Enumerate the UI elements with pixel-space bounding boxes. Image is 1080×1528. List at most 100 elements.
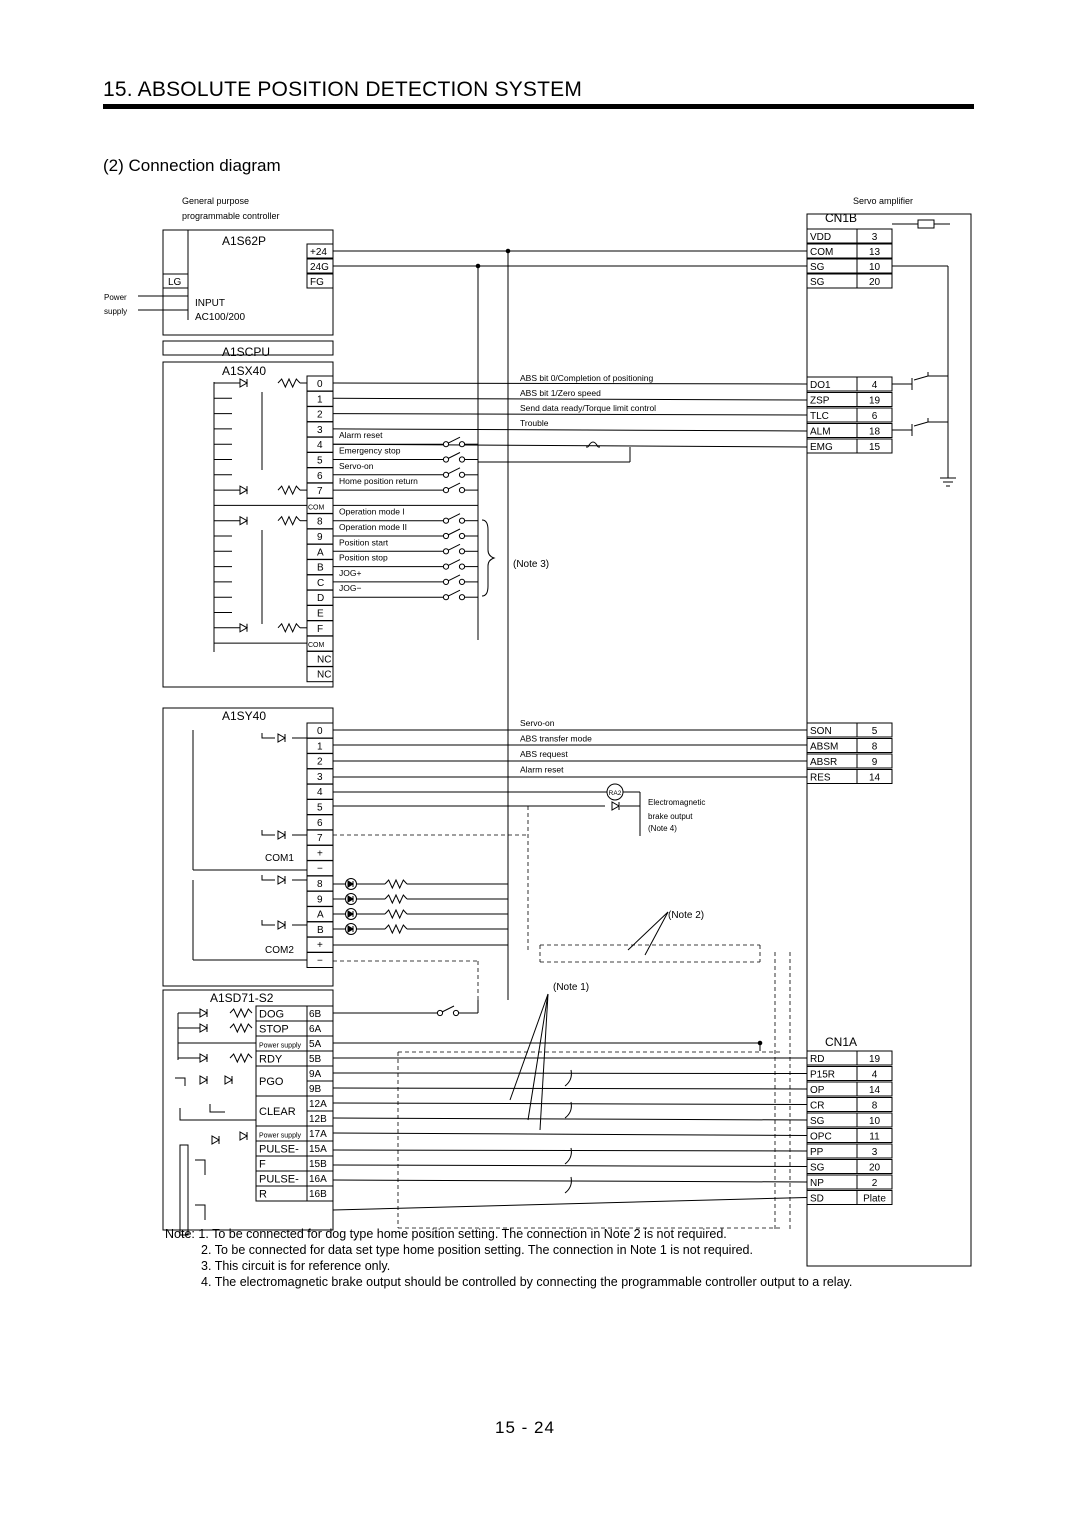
- pulse-transistor: [195, 1159, 206, 1175]
- contact-terminal: [458, 471, 466, 478]
- wire: [332, 382, 808, 385]
- diode-icon: [224, 1075, 234, 1085]
- cn1a-pin-num-cell: [856, 1050, 893, 1066]
- terminal-label: B: [317, 563, 324, 574]
- terminal-label: 4: [317, 440, 323, 451]
- cn1a-pin-num: 8: [872, 1101, 878, 1112]
- note-num: 4.: [201, 1275, 212, 1289]
- contact-terminal: [442, 441, 450, 448]
- diode-icon: [239, 1131, 249, 1141]
- led-icon: [345, 893, 357, 905]
- contact-terminal: [458, 456, 466, 463]
- contact-blade: [447, 513, 461, 521]
- terminal-label: NC: [317, 670, 331, 681]
- contact-blade: [447, 574, 461, 582]
- terminal-label: D: [317, 593, 324, 604]
- pos-label: Power supply: [259, 1133, 302, 1140]
- cn1a-pin-num-cell: [856, 1128, 893, 1143]
- contact-terminal: [458, 441, 466, 448]
- contact-blade: [447, 559, 461, 567]
- cn1a-pin-num: 4: [872, 1070, 878, 1081]
- input-signal-label: Home position return: [339, 476, 418, 486]
- cn1a-pin-name: RD: [810, 1054, 824, 1065]
- terminal-label: 5: [317, 456, 323, 467]
- clear-decor: [179, 1108, 256, 1121]
- page-number: 15 - 24: [495, 1418, 555, 1437]
- cn1a-pin-num-cell: [856, 1112, 893, 1128]
- resistor-icon: [384, 893, 408, 905]
- pos-pin: 12A: [309, 1099, 327, 1110]
- cn1b-pin-num-cell: [856, 769, 893, 784]
- terminal-label: 9: [317, 532, 323, 543]
- terminal-label: 0: [317, 379, 323, 390]
- terminal-label: B: [317, 925, 324, 936]
- terminal-label: 9: [317, 894, 323, 905]
- diode-icon: [199, 1008, 209, 1018]
- header-rule: [103, 104, 974, 109]
- input-signal-label: Operation mode II: [339, 522, 407, 532]
- cn1b-pin-num: 15: [869, 442, 881, 453]
- pos-pin: 17A: [309, 1129, 327, 1140]
- contact-terminal: [442, 578, 450, 586]
- contact-terminal: [452, 1009, 460, 1017]
- abs-signal-label: Trouble: [520, 418, 549, 428]
- subheading: (2) Connection diagram: [103, 156, 281, 175]
- wire: [332, 428, 808, 432]
- cn1a-name: CN1A: [825, 1035, 857, 1049]
- led-triangle: [347, 880, 354, 888]
- note-text: This circuit is for reference only.: [214, 1259, 391, 1273]
- output-transistor-icon: [261, 875, 275, 881]
- output-signal-label: Alarm reset: [520, 765, 564, 775]
- cn1b-pin-name: DO1: [810, 380, 831, 391]
- cn1b-pin-num: 20: [869, 277, 881, 288]
- pos-label: Power supply: [259, 1043, 302, 1050]
- cn1b-pin-name: TLC: [810, 411, 829, 422]
- cn1a-pin-num: 20: [869, 1163, 881, 1174]
- terminal-label: E: [317, 609, 324, 620]
- input-signal-label: JOG+: [339, 568, 361, 578]
- wire: [332, 1102, 808, 1105]
- contact-blade: [447, 467, 461, 475]
- wire: [509, 993, 549, 1101]
- terminal-label: −: [317, 864, 323, 875]
- wire: [332, 1117, 808, 1121]
- cn1b-pin-num-cell: [856, 392, 893, 407]
- pos-pin: 5B: [309, 1054, 322, 1065]
- junction-dot: [505, 248, 511, 254]
- cn1a-pin-num: 2: [872, 1178, 878, 1189]
- cn1b-pin-num-cell: [856, 753, 893, 769]
- cn1b-pin-num: 13: [869, 247, 881, 258]
- input-signal-label: Emergency stop: [339, 446, 401, 456]
- cn1b-pin-name: SG: [810, 277, 825, 288]
- output-signal-label: ABS request: [520, 749, 568, 759]
- cn1b-pin-num: 8: [872, 742, 878, 753]
- cn1a-pin-num-cell: [856, 1159, 893, 1174]
- terminal-label: −: [317, 956, 323, 967]
- led-triangle: [347, 925, 354, 933]
- terminal-label: 4: [317, 787, 323, 798]
- terminal-label: 1: [317, 394, 323, 405]
- cn1b-pin-num: 4: [872, 380, 878, 391]
- emg-relay-icon: [586, 441, 600, 448]
- pos-pin: 15A: [309, 1144, 327, 1155]
- resistor-icon: [277, 484, 301, 496]
- pos-pin: 16A: [309, 1174, 327, 1185]
- note3-label: (Note 3): [513, 559, 549, 570]
- cn1b-pin-name: SG: [810, 262, 825, 273]
- pos-pin: 6A: [309, 1024, 322, 1035]
- led-icon: [345, 908, 357, 920]
- contact-terminal: [458, 487, 466, 494]
- terminal-label: A: [317, 547, 324, 558]
- twisted-pair-mark: [564, 1147, 572, 1165]
- pulse-transistor: [195, 1204, 206, 1220]
- cn1b-pin-num: 14: [869, 773, 881, 784]
- servo-caption: Servo amplifier: [853, 196, 913, 206]
- contact-terminal: [442, 471, 450, 478]
- wire: [332, 1072, 808, 1074]
- contact-terminal: [436, 1009, 444, 1017]
- cn1b-pin-num: 10: [869, 262, 881, 273]
- contact-blade: [447, 528, 461, 536]
- cn1b-pin-name: RES: [810, 773, 831, 784]
- brake-label: (Note 4): [648, 824, 677, 833]
